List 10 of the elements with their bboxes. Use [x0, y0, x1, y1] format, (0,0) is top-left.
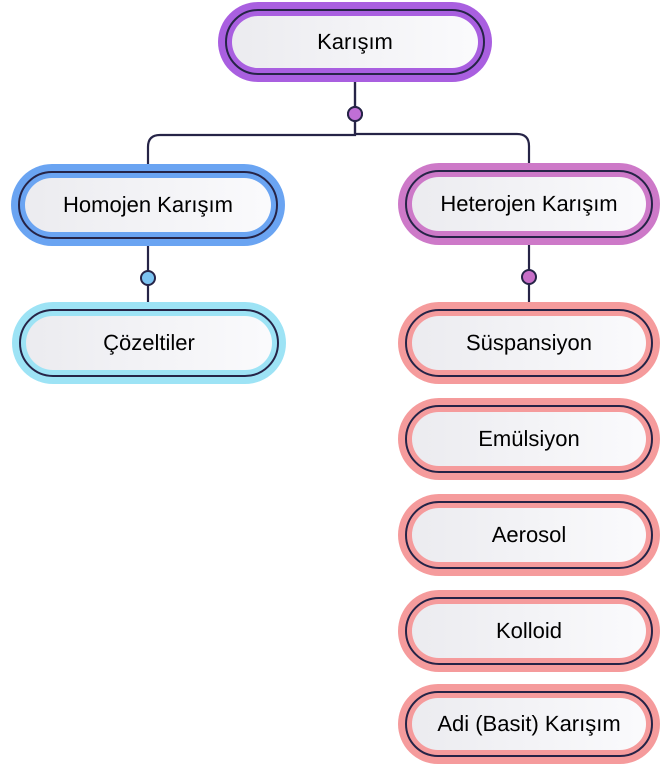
node-label: Adi (Basit) Karışım — [437, 710, 621, 738]
node-label: Heterojen Karışım — [440, 190, 618, 218]
node-label: Çözeltiler — [103, 329, 195, 357]
node-label: Kolloid — [496, 617, 562, 645]
connector-line — [347, 82, 530, 163]
node-label: Homojen Karışım — [63, 191, 233, 219]
node-label: Karışım — [317, 28, 393, 56]
node-label: Aerosol — [492, 521, 566, 549]
node-label: Süspansiyon — [466, 329, 592, 357]
node-label: Emülsiyon — [478, 425, 580, 453]
